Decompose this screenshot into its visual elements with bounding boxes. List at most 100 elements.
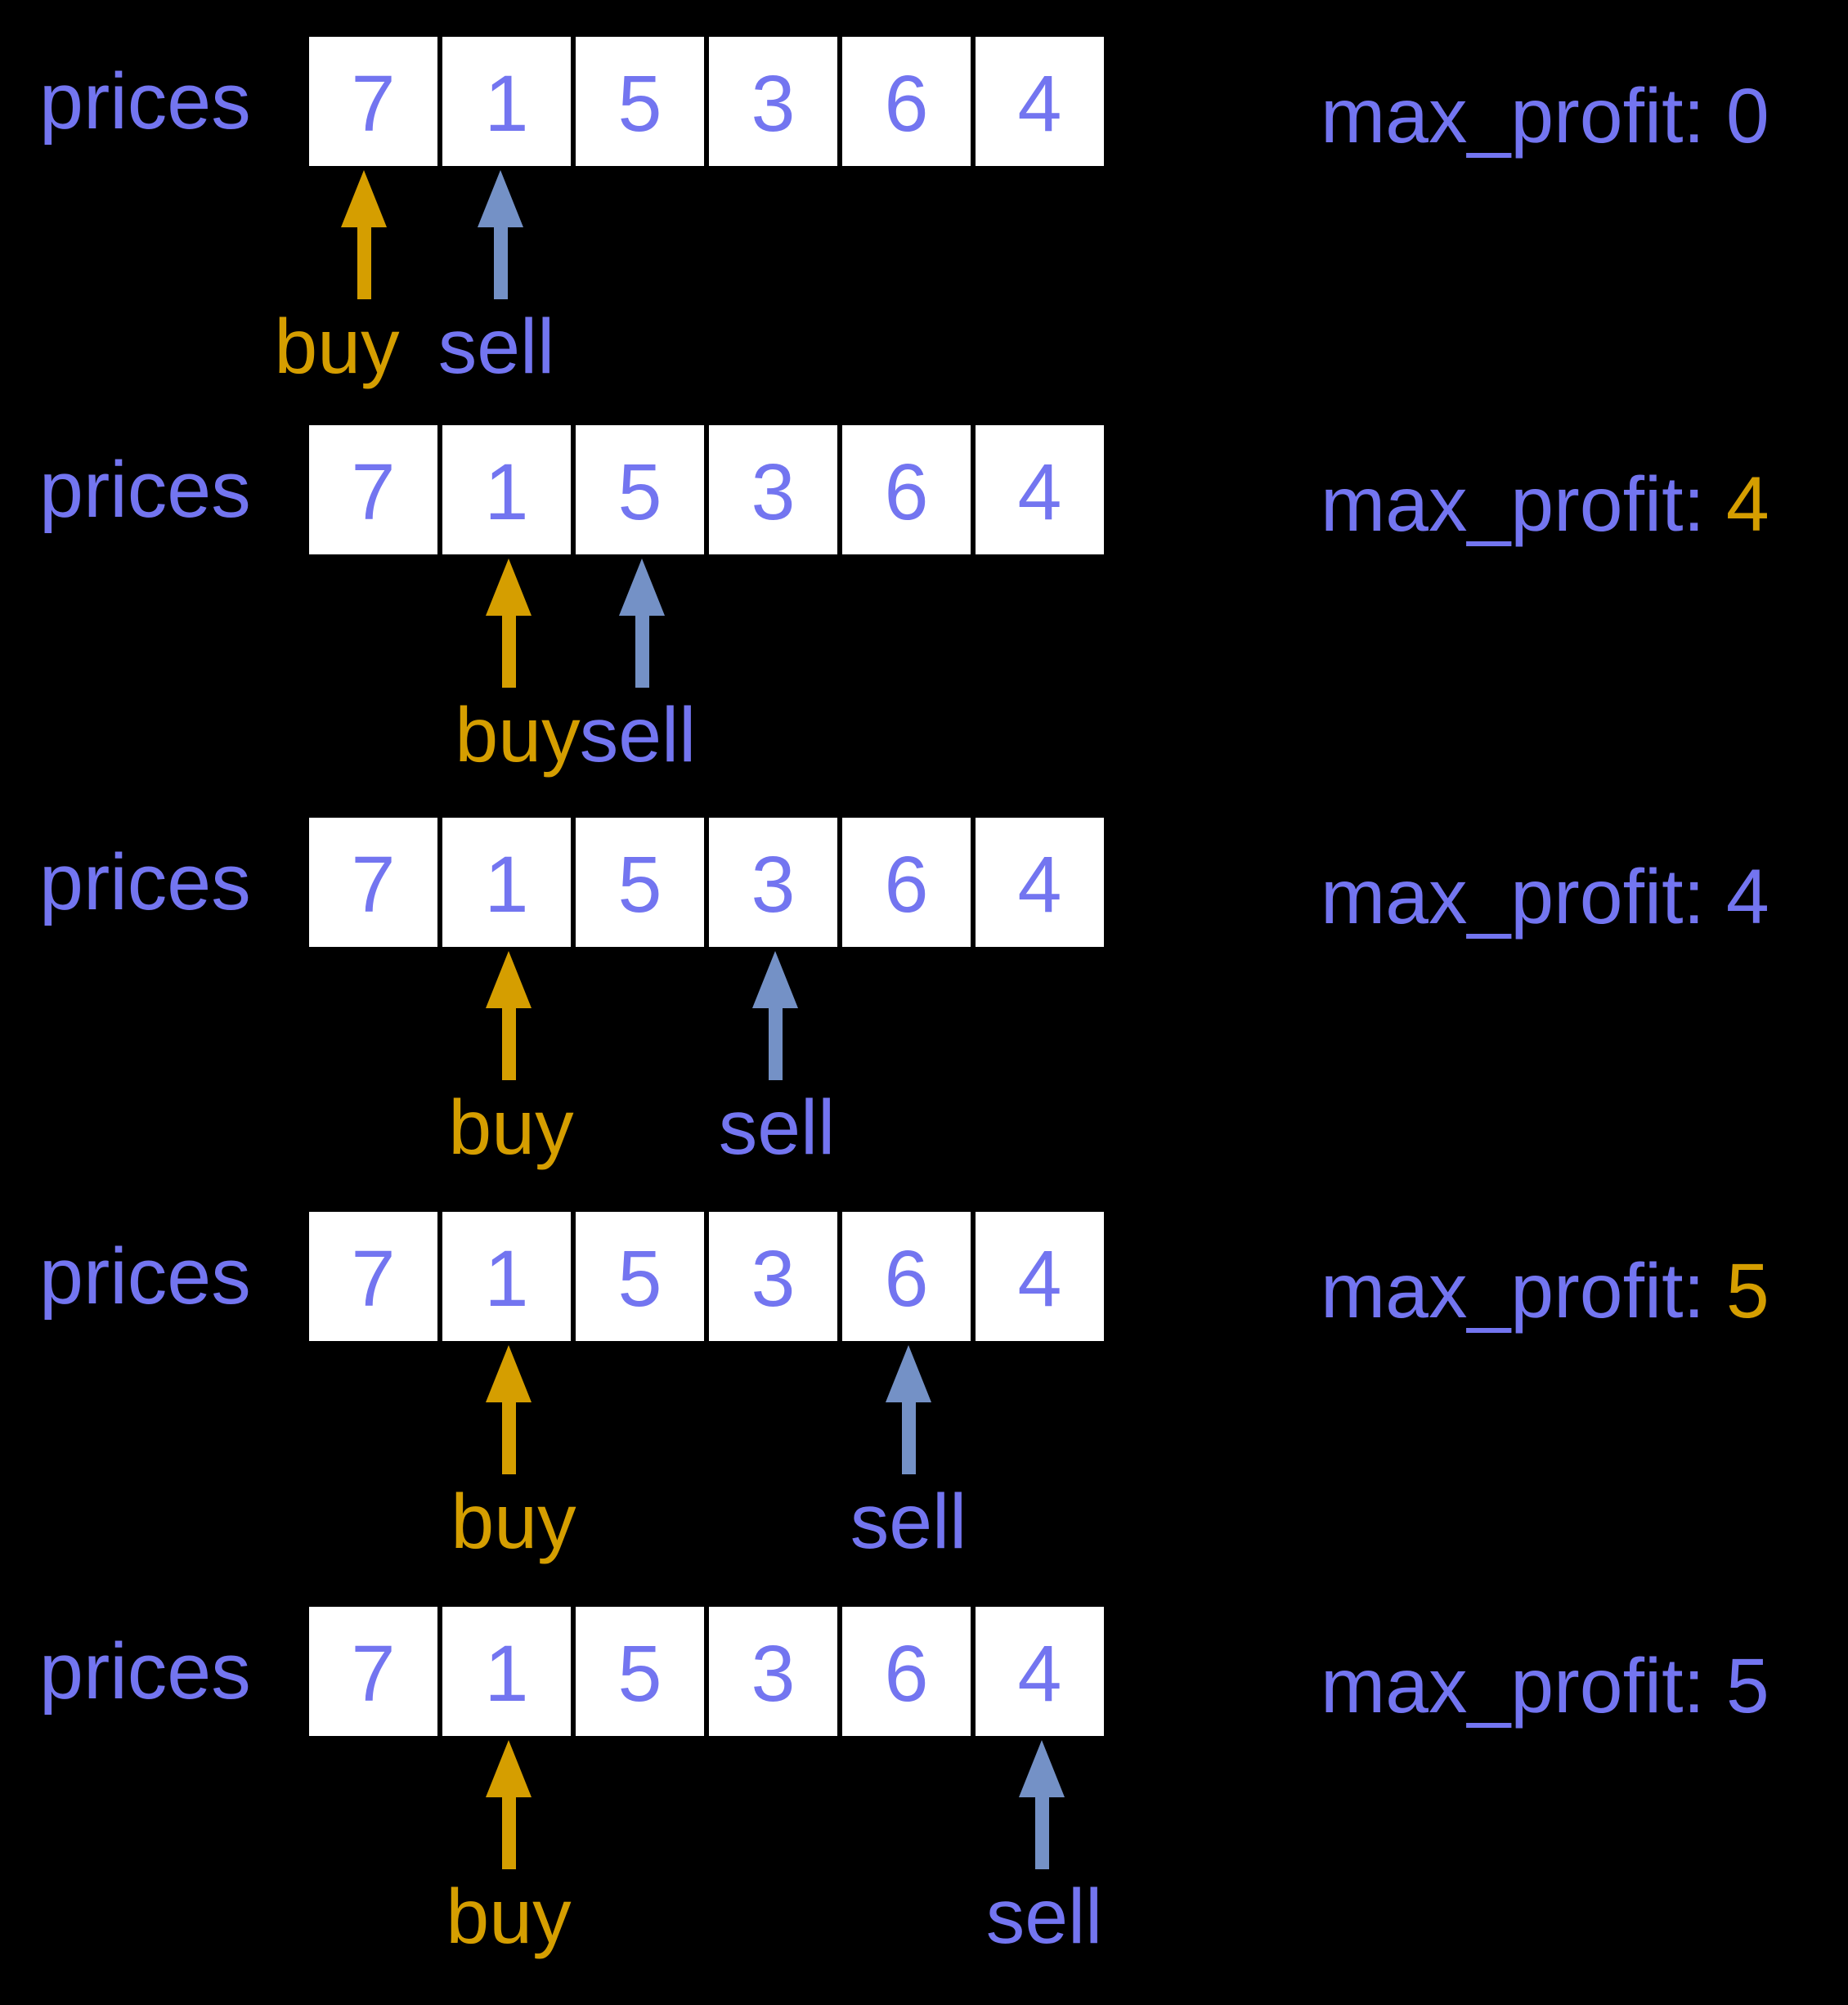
array-cell: 4 — [976, 818, 1104, 947]
max-profit: max_profit:5 — [1321, 1648, 1770, 1725]
array-cell: 5 — [576, 425, 704, 554]
cell-value: 5 — [617, 447, 662, 536]
cell-value: 6 — [884, 59, 929, 148]
prices-label: prices — [39, 1231, 251, 1321]
cell-value: 1 — [484, 840, 529, 929]
arrow-shaft — [501, 1402, 516, 1474]
sell-arrow-icon — [1019, 1740, 1065, 1869]
cell-value: 3 — [751, 1629, 796, 1718]
cell-value: 1 — [484, 447, 529, 536]
arrow-shaft — [501, 1008, 516, 1080]
prices-label: prices — [39, 445, 251, 534]
max-profit-label: max_profit: — [1321, 73, 1705, 159]
sell-label: sell — [718, 1084, 836, 1171]
arrow-shaft — [1034, 1797, 1049, 1869]
array-cell: 1 — [442, 1212, 571, 1341]
cell-value: 3 — [751, 1234, 796, 1323]
cell-value: 6 — [884, 840, 929, 929]
buy-label: buy — [448, 1084, 574, 1171]
array-cell: 7 — [309, 37, 437, 166]
arrow-head — [341, 170, 387, 227]
arrow-head — [619, 558, 665, 616]
array-cell: 4 — [976, 1607, 1104, 1736]
arrow-shaft — [493, 227, 508, 299]
array-cell: 5 — [576, 1607, 704, 1736]
cell-value: 5 — [617, 1234, 662, 1323]
cell-value: 4 — [1017, 59, 1062, 148]
max-profit-value: 5 — [1725, 1248, 1770, 1334]
array-cell: 7 — [309, 425, 437, 554]
arrow-shaft — [768, 1008, 783, 1080]
arrow-shaft — [501, 1797, 516, 1869]
arrow-head — [486, 951, 532, 1008]
cell-value: 7 — [351, 59, 396, 148]
max-profit-value: 0 — [1725, 73, 1770, 159]
max-profit: max_profit:4 — [1321, 466, 1770, 544]
arrow-head — [486, 1345, 532, 1402]
arrow-head — [486, 558, 532, 616]
buy-arrow-icon — [341, 170, 387, 299]
prices-label: prices — [39, 1626, 251, 1716]
array-cell: 6 — [842, 37, 971, 166]
step-row-3: prices 7 1 5 3 6 4 buy sell max_profit:4 — [0, 818, 1848, 1204]
cell-value: 5 — [617, 1629, 662, 1718]
sell-arrow-icon — [478, 170, 523, 299]
array-cell: 3 — [709, 818, 837, 947]
cell-value: 4 — [1017, 1234, 1062, 1323]
array-cell: 3 — [709, 37, 837, 166]
cell-value: 7 — [351, 447, 396, 536]
max-profit: max_profit:0 — [1321, 78, 1770, 155]
array-cell: 6 — [842, 818, 971, 947]
array-cell: 7 — [309, 818, 437, 947]
array-cell: 4 — [976, 37, 1104, 166]
max-profit: max_profit:5 — [1321, 1253, 1770, 1330]
prices-label: prices — [39, 56, 251, 146]
sell-arrow-icon — [619, 558, 665, 688]
max-profit-label: max_profit: — [1321, 1643, 1705, 1729]
max-profit-label: max_profit: — [1321, 461, 1705, 548]
array-cell: 7 — [309, 1212, 437, 1341]
cell-value: 5 — [617, 59, 662, 148]
cell-value: 3 — [751, 59, 796, 148]
array-cell: 5 — [576, 1212, 704, 1341]
cell-value: 6 — [884, 1629, 929, 1718]
cell-value: 7 — [351, 840, 396, 929]
array-cell: 5 — [576, 818, 704, 947]
arrow-head — [1019, 1740, 1065, 1797]
array-cell: 6 — [842, 1607, 971, 1736]
array-cell: 4 — [976, 425, 1104, 554]
cell-value: 6 — [884, 1234, 929, 1323]
sell-arrow-icon — [752, 951, 798, 1080]
array-cell: 4 — [976, 1212, 1104, 1341]
arrow-shaft — [635, 616, 649, 688]
cell-value: 7 — [351, 1234, 396, 1323]
max-profit-value: 4 — [1725, 461, 1770, 548]
buy-arrow-icon — [486, 1740, 532, 1869]
step-row-5: prices 7 1 5 3 6 4 buy sell max_profit:5 — [0, 1607, 1848, 1994]
cell-value: 7 — [351, 1629, 396, 1718]
cell-value: 4 — [1017, 840, 1062, 929]
arrow-head — [886, 1345, 931, 1402]
cell-value: 4 — [1017, 447, 1062, 536]
array-cell: 1 — [442, 425, 571, 554]
array-cell: 5 — [576, 37, 704, 166]
cell-value: 1 — [484, 59, 529, 148]
prices-array: 7 1 5 3 6 4 — [309, 1212, 1104, 1341]
array-cell: 3 — [709, 425, 837, 554]
step-row-1: prices 7 1 5 3 6 4 buy sell max_profit:0 — [0, 37, 1848, 424]
max-profit-value: 5 — [1725, 1643, 1770, 1729]
cell-value: 4 — [1017, 1629, 1062, 1718]
prices-label: prices — [39, 837, 251, 926]
cell-value: 3 — [751, 840, 796, 929]
max-profit-label: max_profit: — [1321, 854, 1705, 940]
sell-label: sell — [985, 1873, 1103, 1960]
arrow-shaft — [901, 1402, 916, 1474]
sell-label: sell — [850, 1478, 967, 1565]
arrow-shaft — [357, 227, 371, 299]
cell-value: 6 — [884, 447, 929, 536]
max-profit: max_profit:4 — [1321, 859, 1770, 936]
sell-arrow-icon — [886, 1345, 931, 1474]
arrow-shaft — [501, 616, 516, 688]
array-cell: 3 — [709, 1607, 837, 1736]
